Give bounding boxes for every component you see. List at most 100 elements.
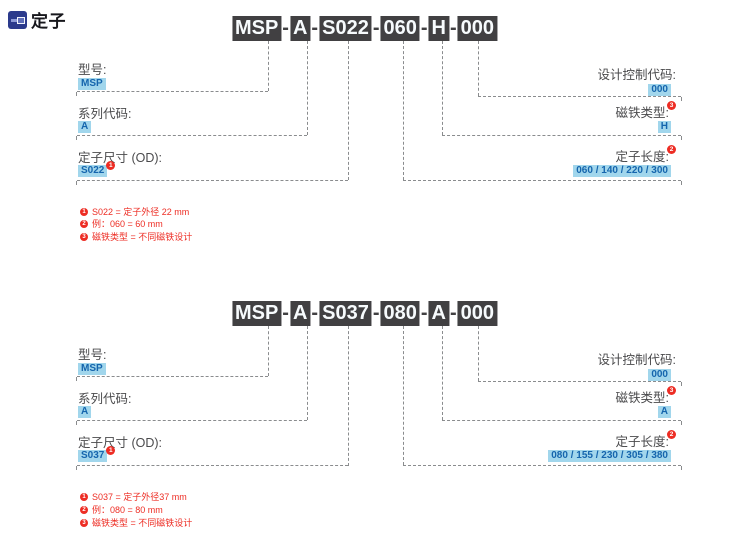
connector-line bbox=[442, 420, 681, 421]
field-value-series: A bbox=[78, 121, 92, 133]
connector-end-tick bbox=[681, 136, 682, 140]
footnote-badge: 2 bbox=[80, 220, 88, 228]
code-segment-series: A bbox=[289, 301, 311, 326]
footnote: 1 S037 = 定子外径37 mm bbox=[80, 492, 187, 502]
field-label-design-code: 设计控制代码: bbox=[597, 353, 676, 367]
connector-line bbox=[307, 326, 308, 420]
code-separator: - bbox=[311, 302, 319, 324]
footnote: 3 磁铁类型 = 不同磁铁设计 bbox=[80, 518, 192, 528]
connector-end-tick bbox=[76, 466, 77, 470]
value-chip: H bbox=[657, 121, 671, 133]
field-value-model: MSP bbox=[78, 363, 106, 375]
section-header: 定子 bbox=[8, 7, 66, 32]
footnote-ref-badge: 1 bbox=[106, 446, 116, 455]
connector-line bbox=[403, 326, 404, 465]
code-segment-size: S022 bbox=[319, 16, 372, 41]
connector-line bbox=[77, 465, 348, 466]
field-value-series: A bbox=[78, 406, 92, 418]
field-label-stator-length: 定子长度: 2 bbox=[616, 145, 676, 164]
field-label-stator-size: 定子尺寸 (OD): bbox=[78, 151, 163, 165]
field-label-magnet-type: 磁铁类型: 3 bbox=[616, 101, 676, 120]
footnote: 2 例：080 = 80 mm bbox=[80, 505, 163, 515]
field-value-magnet-type: A bbox=[657, 406, 671, 418]
footnote-text: S037 = 定子外径37 mm bbox=[92, 492, 187, 502]
connector-line bbox=[403, 465, 681, 466]
field-value-design-code: 000 bbox=[648, 84, 671, 96]
value-chip: 080 / 155 / 230 / 305 / 380 bbox=[548, 450, 671, 462]
footnote-ref-badge: 2 bbox=[667, 145, 676, 154]
field-value-model: MSP bbox=[78, 78, 106, 90]
connector-line bbox=[77, 135, 307, 136]
footnote-text: 磁铁类型 = 不同磁铁设计 bbox=[92, 518, 193, 528]
code-separator: - bbox=[282, 17, 289, 39]
footnote: 3 磁铁类型 = 不同磁铁设计 bbox=[80, 232, 192, 242]
code-separator: - bbox=[449, 17, 457, 39]
code-separator: - bbox=[449, 302, 457, 324]
connector-end-tick bbox=[681, 181, 682, 185]
code-segment-design: 000 bbox=[457, 301, 498, 326]
connector-line bbox=[77, 91, 268, 92]
connector-line bbox=[348, 326, 349, 466]
field-value-stator-size: S037 1 bbox=[78, 446, 116, 462]
connector-end-tick bbox=[76, 92, 77, 96]
footnote-ref-badge: 2 bbox=[667, 430, 676, 439]
footnote-text: S022 = 定子外径 22 mm bbox=[92, 207, 190, 217]
code-separator: - bbox=[372, 302, 380, 324]
connector-end-tick bbox=[76, 136, 77, 140]
connector-line bbox=[307, 41, 308, 135]
connector-line bbox=[442, 326, 443, 420]
code-segment-size: S037 bbox=[319, 301, 372, 326]
connector-line bbox=[478, 326, 479, 381]
code-segment-length: 060 bbox=[380, 16, 420, 41]
field-label-stator-length: 定子长度: 2 bbox=[616, 430, 676, 449]
footnote-badge: 2 bbox=[80, 506, 88, 514]
section-title: 定子 bbox=[31, 12, 66, 31]
field-value-stator-size: S022 1 bbox=[78, 161, 116, 177]
footnote-badge: 3 bbox=[80, 519, 88, 527]
code-segment-model: MSP bbox=[231, 301, 282, 326]
footnote: 2 例：060 = 60 mm bbox=[80, 219, 163, 229]
code-segment-model: MSP bbox=[231, 16, 282, 41]
footnote-ref-badge: 3 bbox=[667, 101, 676, 110]
footnote-badge: 3 bbox=[80, 233, 88, 241]
connector-line bbox=[268, 41, 269, 91]
field-label-series: 系列代码: bbox=[78, 107, 132, 121]
connector-line bbox=[77, 420, 307, 421]
connector-line bbox=[268, 326, 269, 376]
connector-line bbox=[478, 96, 681, 97]
field-value-stator-length: 060 / 140 / 220 / 300 bbox=[573, 165, 671, 177]
connector-line bbox=[77, 376, 268, 377]
code-segment-series: A bbox=[289, 16, 311, 41]
connector-line bbox=[403, 41, 404, 180]
code-separator: - bbox=[282, 302, 289, 324]
connector-end-tick bbox=[76, 181, 77, 185]
field-label-magnet-type: 磁铁类型: 3 bbox=[616, 386, 676, 405]
connector-line bbox=[77, 180, 348, 181]
code-separator: - bbox=[420, 17, 428, 39]
footnote-ref-badge: 3 bbox=[667, 386, 676, 395]
stator-section-icon bbox=[8, 10, 27, 29]
connector-line bbox=[403, 180, 681, 181]
value-chip: 000 bbox=[648, 84, 671, 96]
footnote-text: 例：080 = 80 mm bbox=[92, 505, 163, 515]
value-chip: S022 bbox=[78, 165, 108, 177]
code-segment-magnet: H bbox=[428, 16, 449, 41]
field-value-stator-length: 080 / 155 / 230 / 305 / 380 bbox=[548, 450, 671, 462]
value-chip: 060 / 140 / 220 / 300 bbox=[573, 165, 671, 177]
code-segment-magnet: A bbox=[428, 301, 449, 326]
footnote-badge: 1 bbox=[80, 493, 88, 501]
model-code-1: MSP - A - S022 - 060 - H - 000 bbox=[231, 16, 498, 41]
footnote-text: 例：060 = 60 mm bbox=[92, 219, 163, 229]
code-separator: - bbox=[372, 17, 380, 39]
field-label-model: 型号: bbox=[78, 63, 107, 77]
value-chip: A bbox=[657, 406, 671, 418]
value-chip: S037 bbox=[78, 450, 108, 462]
code-segment-design: 000 bbox=[457, 16, 498, 41]
field-label-design-code: 设计控制代码: bbox=[597, 68, 676, 82]
code-separator: - bbox=[311, 17, 319, 39]
field-label-series: 系列代码: bbox=[78, 392, 132, 406]
connector-line bbox=[478, 41, 479, 96]
code-segment-length: 080 bbox=[380, 301, 420, 326]
field-label-model: 型号: bbox=[78, 348, 107, 362]
